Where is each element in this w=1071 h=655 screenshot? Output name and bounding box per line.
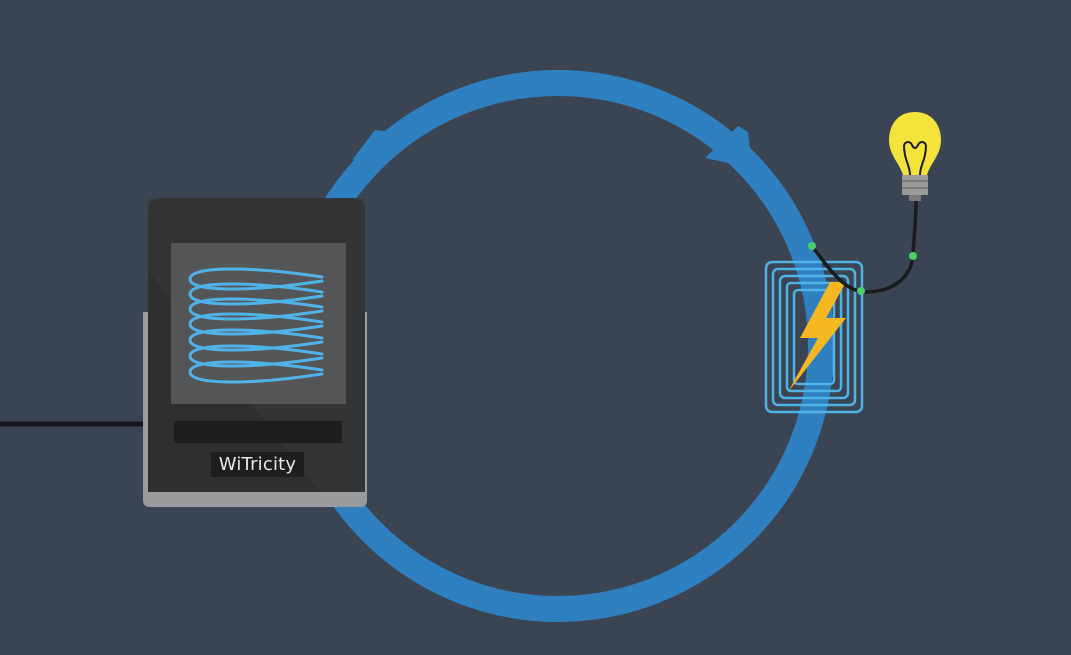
lightning-bolt-icon bbox=[788, 282, 846, 392]
wire-node bbox=[909, 252, 917, 260]
bulb-wires bbox=[810, 198, 918, 294]
field-arrow-left bbox=[352, 130, 398, 160]
device-slot bbox=[174, 421, 342, 443]
wire-node bbox=[857, 287, 865, 295]
transmitter-coil-icon bbox=[188, 267, 324, 384]
receiver-coil-icon bbox=[764, 260, 864, 414]
wire-node bbox=[808, 242, 816, 250]
field-arrow-right bbox=[705, 126, 752, 168]
brand-label: WiTricity bbox=[219, 454, 297, 475]
transmitter-device: WiTricity bbox=[143, 198, 367, 507]
brand-plate bbox=[211, 452, 304, 477]
light-bulb-icon bbox=[889, 112, 941, 201]
